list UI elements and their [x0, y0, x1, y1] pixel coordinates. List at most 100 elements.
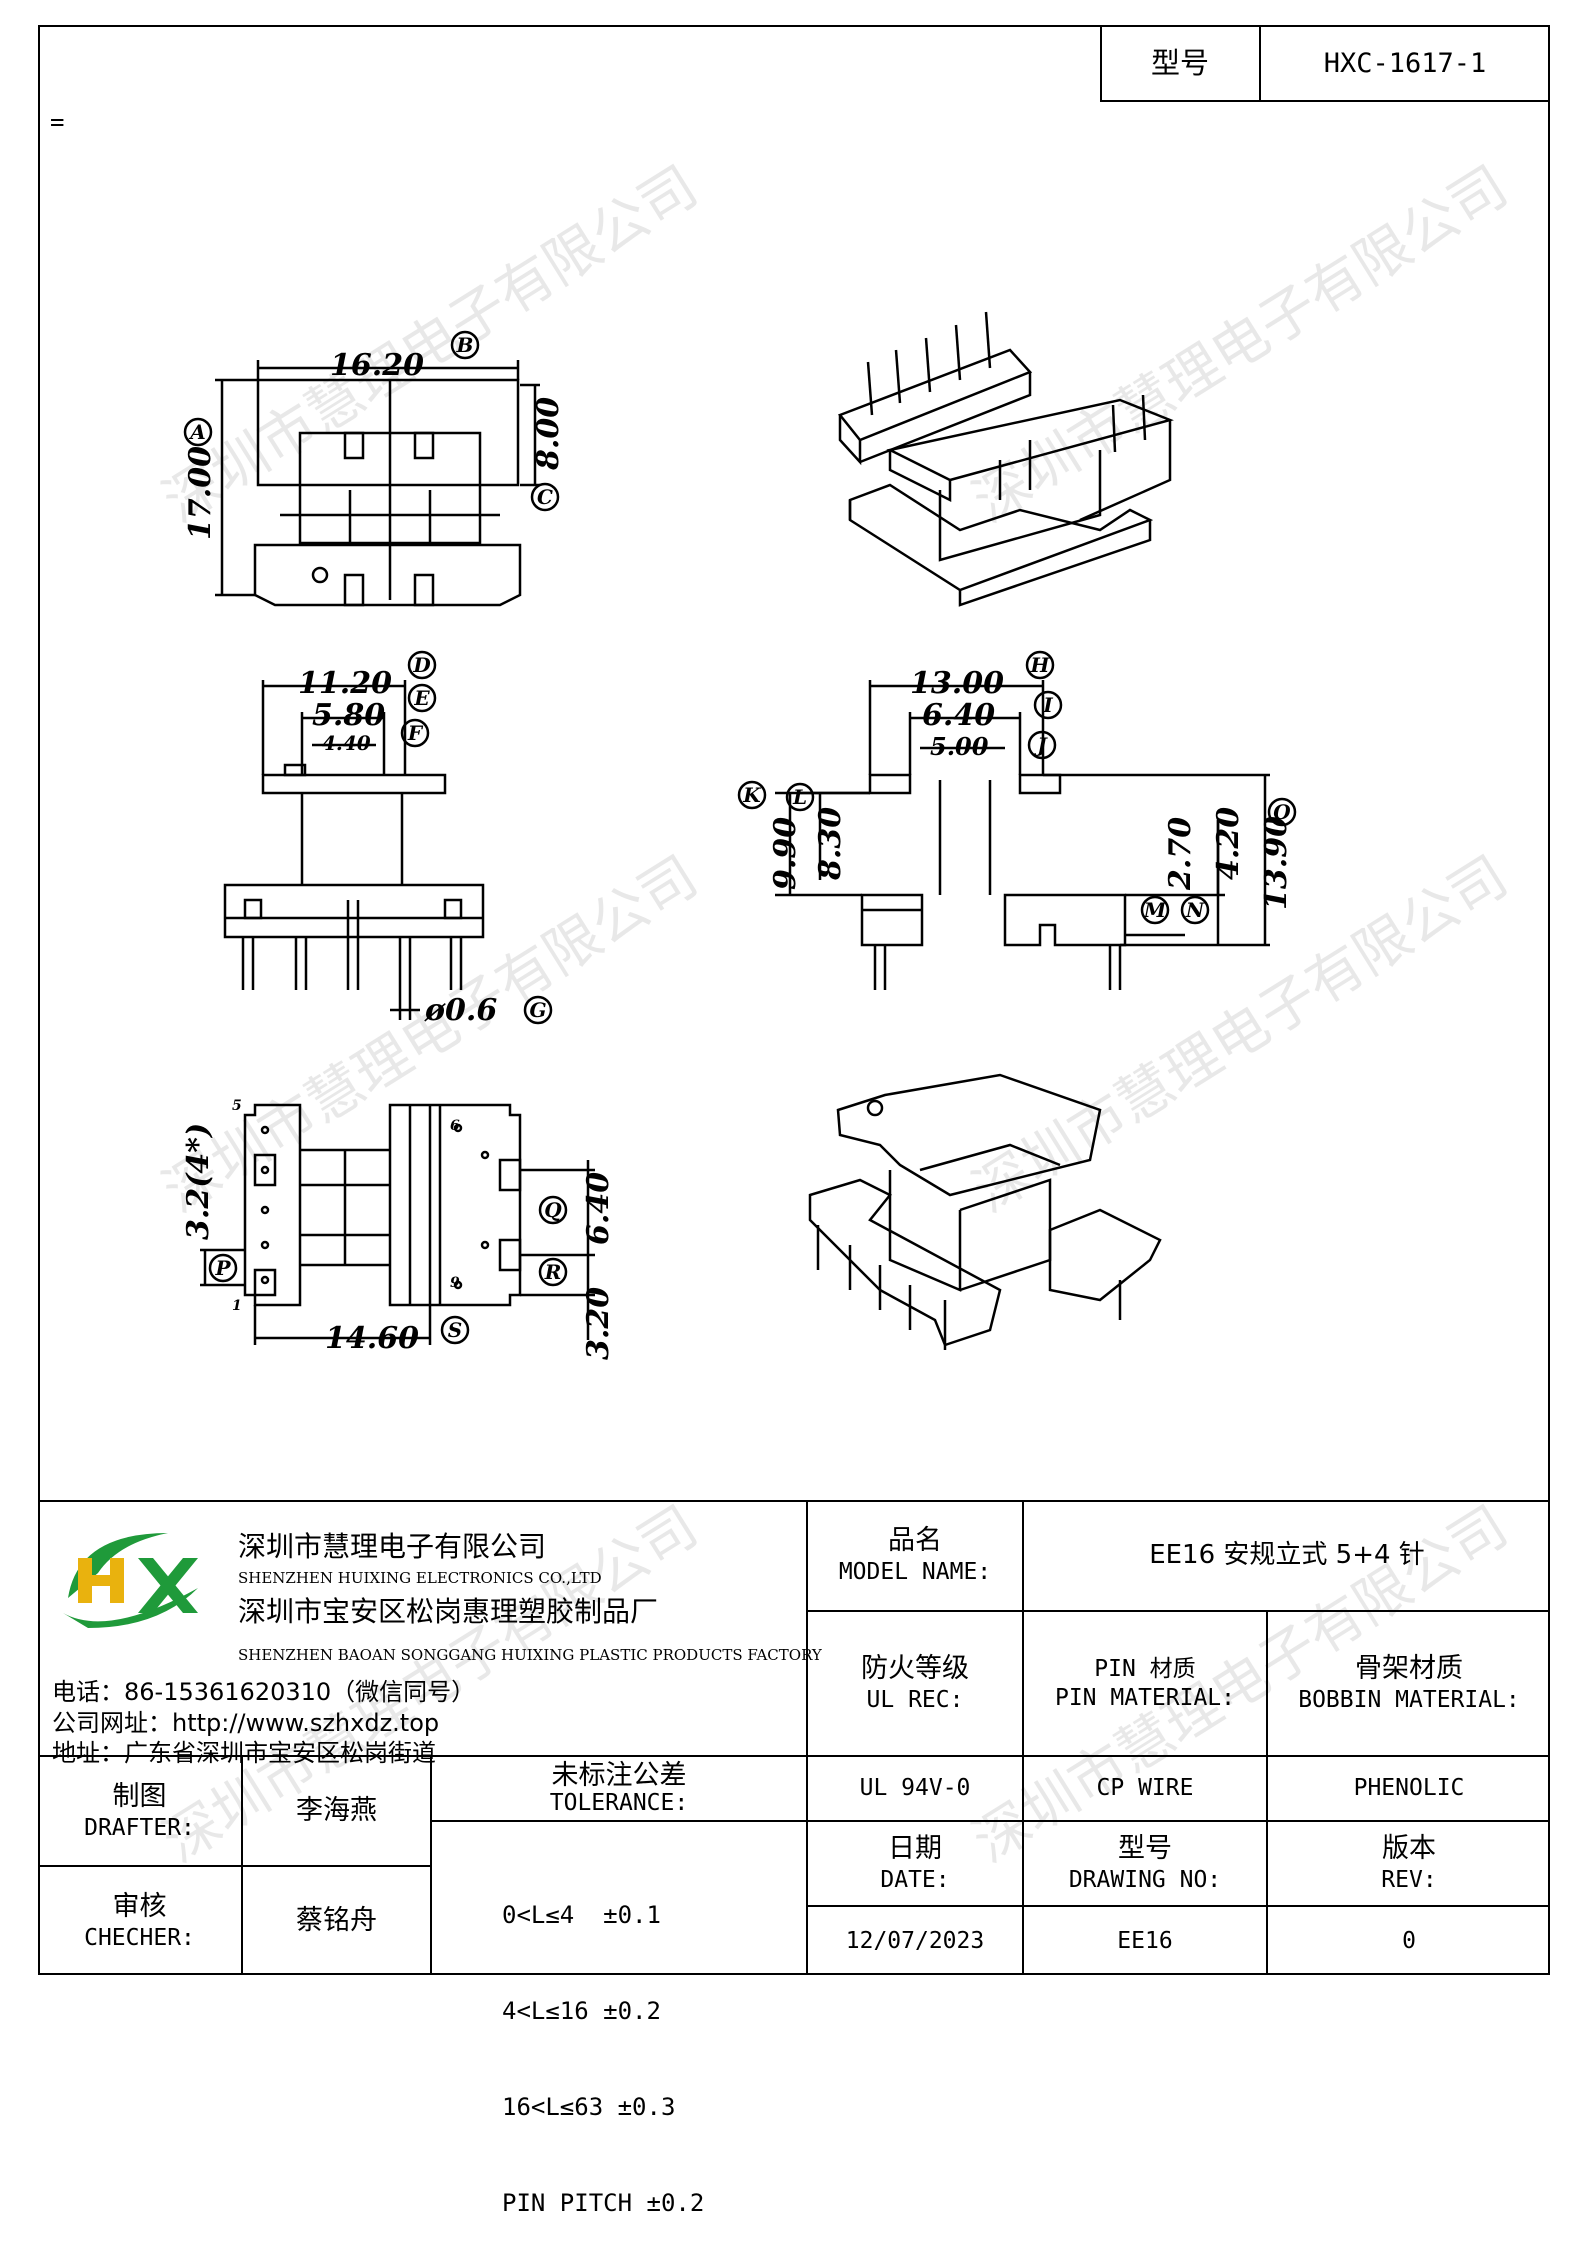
- model-value: HXC-1617-1: [1323, 47, 1487, 79]
- dim-16-20: 16.20: [330, 348, 424, 383]
- tag-B: B: [450, 330, 480, 360]
- svg-text:A: A: [188, 420, 206, 444]
- drawing-frame: [38, 25, 1550, 1975]
- line: [808, 1610, 1550, 1612]
- company-name-cn: 深圳市慧理电子有限公司: [238, 1530, 547, 1563]
- line: [808, 1905, 1550, 1907]
- tag-G: G: [523, 995, 553, 1025]
- side-view: [223, 680, 485, 1020]
- tolerance-row: 16<L≤63 ±0.3: [502, 2093, 676, 2121]
- header-divider: [1259, 25, 1261, 102]
- bottom-view: [200, 1103, 595, 1345]
- bobbin-material-label: 骨架材质 BOBBIN MATERIAL:: [1298, 1653, 1520, 1713]
- model-name-label: 品名 MODEL NAME:: [838, 1524, 992, 1585]
- dim-9-90: 9.90: [768, 817, 803, 890]
- dim-17-00: 17.00: [183, 446, 218, 540]
- model-label: 型号: [1150, 46, 1209, 81]
- company-phone: 电话：86-15361620310（微信同号）: [52, 1678, 476, 1706]
- line: [1022, 1500, 1024, 1975]
- tag-C: C: [530, 482, 560, 512]
- tag-L: L: [785, 782, 815, 812]
- svg-text:H: H: [1030, 653, 1051, 677]
- line: [430, 1820, 1550, 1822]
- factory-name-cn: 深圳市宝安区松岗惠理塑胶制品厂: [238, 1595, 659, 1628]
- tolerance-label: 未标注公差 TOLERANCE:: [549, 1760, 689, 1816]
- tag-F: F: [400, 718, 430, 748]
- dim-8-00: 8.00: [531, 397, 566, 471]
- dim-4-20: 4.20: [1211, 807, 1246, 880]
- svg-text:C: C: [537, 485, 553, 509]
- svg-text:M: M: [1143, 898, 1167, 922]
- svg-text:R: R: [544, 1260, 562, 1284]
- tag-J: J: [1027, 730, 1057, 760]
- iso-view-bottom: [808, 1073, 1162, 1350]
- stray-mark: =: [50, 108, 65, 136]
- bobbin-value: PHENOLIC: [1353, 1775, 1465, 1802]
- tag-S: S: [440, 1315, 470, 1345]
- technical-drawing: 16.20 17.00 8.00 11.20 5.80 4.40 ø0.6 13…: [181, 311, 1297, 1360]
- svg-text:O: O: [1273, 800, 1291, 824]
- iso-view-top: [837, 311, 1174, 607]
- tolerance-list: 0<L≤4 ±0.1 4<L≤16 ±0.2 16<L≤63 ±0.3 PIN …: [502, 1835, 704, 2251]
- svg-text:B: B: [456, 333, 474, 357]
- pin-value: CP WIRE: [1096, 1775, 1194, 1802]
- tag-K: K: [737, 780, 767, 810]
- dim-13-00: 13.00: [910, 666, 1004, 701]
- dim-3-2: 3.2(4*): [181, 1123, 216, 1240]
- drawing-no-value: EE16: [1117, 1927, 1173, 1954]
- checker-label: 审核 CHECHER:: [84, 1890, 195, 1951]
- top-view: [215, 360, 540, 607]
- ul-label: 防火等级 UL REC:: [861, 1653, 969, 1713]
- front-view: [775, 680, 1270, 990]
- tag-M: M: [1140, 895, 1170, 925]
- date-label: 日期 DATE:: [880, 1833, 950, 1893]
- svg-text:J: J: [1033, 733, 1048, 757]
- model-name-value: EE16 安规立式 5+4 针: [1149, 1539, 1425, 1570]
- dim-6-40: 6.40: [922, 698, 995, 733]
- date-value: 12/07/2023: [845, 1927, 985, 1954]
- pin-1-label: 1: [232, 1298, 242, 1314]
- dim-5-80: 5.80: [312, 698, 385, 733]
- tag-R: R: [538, 1257, 568, 1287]
- svg-text:E: E: [413, 686, 430, 710]
- pin-6-label: 6: [450, 1118, 460, 1134]
- dim-11-20: 11.20: [298, 666, 392, 701]
- tag-N: N: [1180, 895, 1210, 925]
- line: [241, 1755, 243, 1975]
- dim-5-00: 5.00: [930, 732, 989, 761]
- company-name-en: SHENZHEN HUIXING ELECTRONICS CO.,LTD: [238, 1569, 602, 1587]
- drafter-label: 制图 DRAFTER:: [84, 1780, 195, 1841]
- company-website: 公司网址：http://www.szhxdz.top: [52, 1709, 440, 1737]
- tag-Q: Q: [538, 1195, 568, 1225]
- dim-6-40-b: 6.40: [581, 1172, 616, 1245]
- rev-value: 0: [1402, 1927, 1416, 1954]
- svg-text:D: D: [412, 653, 431, 677]
- dim-8-30: 8.30: [813, 807, 848, 881]
- svg-text:S: S: [448, 1318, 462, 1342]
- tolerance-row: PIN PITCH ±0.2: [502, 2189, 705, 2217]
- svg-text:G: G: [529, 998, 546, 1022]
- tag-E: E: [407, 683, 437, 713]
- pin-material-label: PIN 材质 PIN MATERIAL:: [1054, 1655, 1235, 1711]
- titleblock-top-line: [38, 1500, 1550, 1502]
- svg-text:K: K: [742, 783, 762, 807]
- dim-14-60: 14.60: [325, 1321, 419, 1356]
- drawing-no-label: 型号 DRAWING NO:: [1068, 1833, 1222, 1893]
- pin-9-label: 9: [450, 1275, 460, 1291]
- checker-name: 蔡铭舟: [296, 1905, 377, 1937]
- dim-pin-dia: ø0.6: [424, 993, 497, 1028]
- tolerance-row: 0<L≤4 ±0.1: [502, 1901, 661, 1929]
- line: [1266, 1610, 1268, 1975]
- svg-text:N: N: [1185, 898, 1205, 922]
- svg-text:I: I: [1042, 693, 1053, 717]
- dim-4-40: 4.40: [322, 731, 371, 755]
- model-header-box: [1100, 25, 1550, 102]
- ul-value: UL 94V-0: [859, 1775, 971, 1802]
- pin-5-label: 5: [232, 1098, 242, 1114]
- dim-3-20: 3.20: [581, 1287, 616, 1360]
- svg-text:P: P: [214, 1256, 231, 1280]
- dim-2-70: 2.70: [1163, 817, 1198, 891]
- tolerance-row: 4<L≤16 ±0.2: [502, 1997, 661, 2025]
- line: [430, 1755, 432, 1975]
- dim-13-90: 13.90: [1259, 816, 1294, 910]
